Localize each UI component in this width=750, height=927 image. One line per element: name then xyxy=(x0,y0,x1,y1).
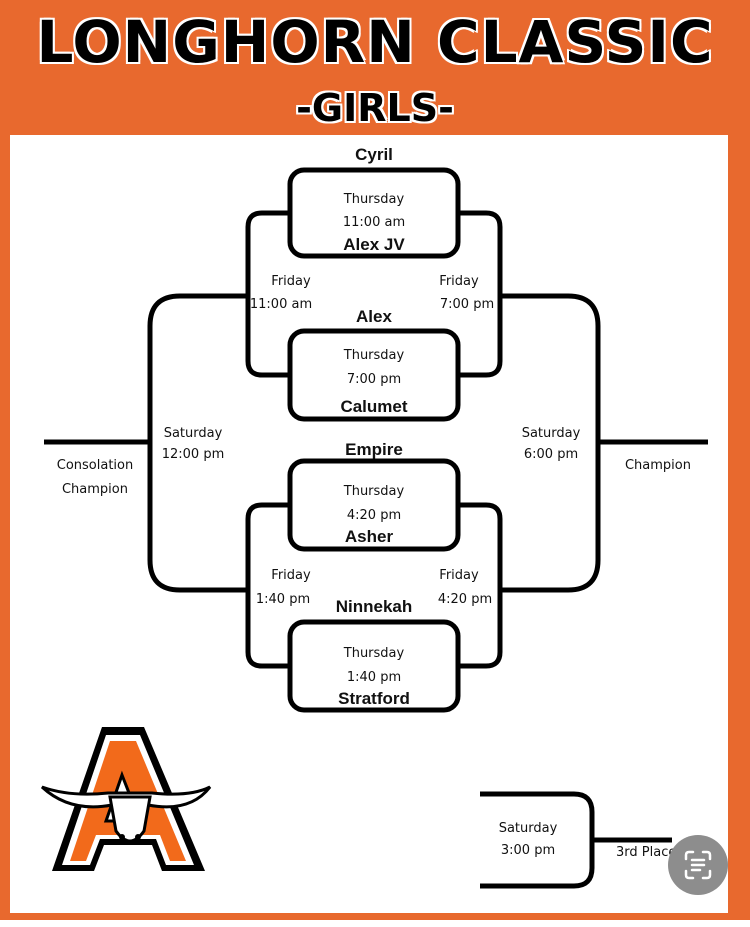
team-alex: Alex xyxy=(356,307,392,326)
team-alex-jv: Alex JV xyxy=(343,235,405,254)
bracket-semi-bottom-right xyxy=(458,502,503,669)
game-time: 7:00 pm xyxy=(346,372,402,387)
final-day: Saturday xyxy=(163,426,223,441)
team-asher: Asher xyxy=(344,527,394,546)
team-cyril: Cyril xyxy=(355,145,393,164)
semi-day: Friday xyxy=(271,568,311,583)
consolation-label: Consolation xyxy=(56,458,134,473)
semi-day: Friday xyxy=(439,274,479,289)
final-time: 12:00 pm xyxy=(161,447,225,462)
game-day: Thursday xyxy=(343,348,405,363)
page-title: LONGHORN CLASSIC xyxy=(35,7,714,77)
third-place-label: 3rd Place xyxy=(616,845,677,860)
semi-time: 11:00 am xyxy=(249,297,313,312)
longhorn-logo xyxy=(40,727,212,871)
semi-time: 7:00 pm xyxy=(439,297,495,312)
text-scan-button[interactable] xyxy=(668,835,728,895)
semi-day: Friday xyxy=(271,274,311,289)
team-calumet: Calumet xyxy=(340,397,408,416)
semi-time: 1:40 pm xyxy=(255,592,311,607)
final-time: 6:00 pm xyxy=(523,447,579,462)
text-scan-icon xyxy=(684,850,712,880)
final-day: Saturday xyxy=(521,426,581,441)
team-ninnekah: Ninnekah xyxy=(335,597,413,616)
game-time: 4:20 pm xyxy=(346,508,402,523)
game-time: 11:00 am xyxy=(342,215,406,230)
consolation-label: Champion xyxy=(61,482,128,497)
semi-time: 4:20 pm xyxy=(437,592,493,607)
bracket-semi-bottom-left xyxy=(245,502,290,669)
game-day: Thursday xyxy=(343,484,405,499)
game-day: Thursday xyxy=(343,192,405,207)
team-empire: Empire xyxy=(345,440,403,459)
third-place-day: Saturday xyxy=(498,821,558,836)
third-place-time: 3:00 pm xyxy=(500,843,556,858)
longhorn-icon xyxy=(40,785,212,843)
page-subtitle: -GIRLS- xyxy=(296,86,454,130)
game-day: Thursday xyxy=(343,646,405,661)
game-time: 1:40 pm xyxy=(346,670,402,685)
semi-day: Friday xyxy=(439,568,479,583)
champion-label: Champion xyxy=(624,458,691,473)
team-stratford: Stratford xyxy=(338,689,410,708)
